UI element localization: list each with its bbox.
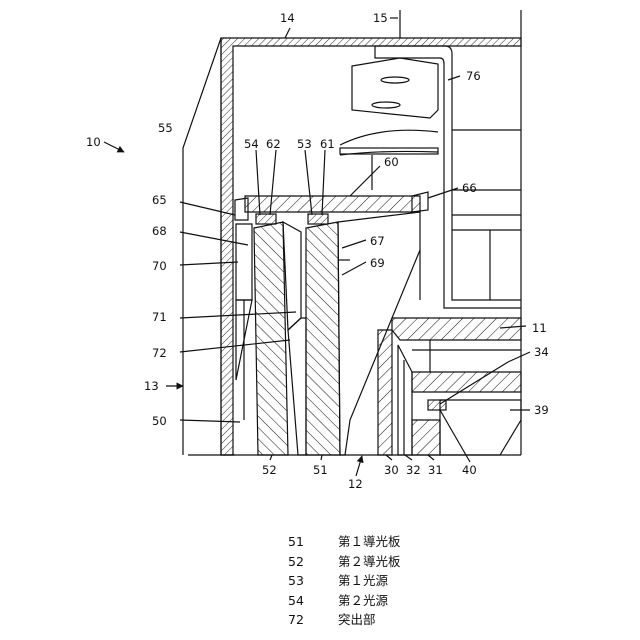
legend-number: 53 — [288, 571, 334, 591]
label-72: 72 — [152, 346, 167, 360]
label-71: 71 — [152, 310, 167, 324]
legend-item: 72 突出部 — [288, 610, 508, 630]
label-15: 15 — [373, 11, 388, 25]
label-30: 30 — [384, 463, 399, 477]
arrow-12 — [356, 456, 362, 476]
legend-term: 第２導光板 — [338, 552, 401, 572]
label-54: 54 — [244, 137, 259, 151]
patent-cross-section-drawing: 14 15 76 10 55 54 62 53 61 60 65 66 68 6… — [0, 0, 640, 500]
bracket-76 — [375, 46, 521, 300]
reference-legend: 51 第１導光板 52 第２導光板 53 第１光源 54 第２光源 72 突出部 — [288, 532, 508, 630]
label-51: 51 — [313, 463, 328, 477]
legend-item: 52 第２導光板 — [288, 552, 508, 572]
legend-item: 54 第２光源 — [288, 591, 508, 611]
label-70: 70 — [152, 259, 167, 273]
label-31: 31 — [428, 463, 443, 477]
label-68: 68 — [152, 224, 167, 238]
label-66: 66 — [462, 181, 477, 195]
light-guide-plate-51 — [306, 222, 340, 455]
label-32: 32 — [406, 463, 421, 477]
light-source-54-62 — [256, 214, 276, 224]
part-71 — [288, 318, 306, 455]
label-76: 76 — [466, 69, 481, 83]
label-14: 14 — [280, 11, 295, 25]
label-39: 39 — [534, 403, 549, 417]
label-11: 11 — [532, 321, 547, 335]
label-62: 62 — [266, 137, 281, 151]
label-12: 12 — [348, 477, 363, 491]
label-50: 50 — [152, 414, 167, 428]
part-31 — [412, 420, 440, 455]
legend-item: 53 第１光源 — [288, 571, 508, 591]
frame-30 — [378, 330, 392, 455]
label-40: 40 — [462, 463, 477, 477]
label-34: 34 — [534, 345, 549, 359]
protrusion-72 — [283, 222, 301, 330]
label-69: 69 — [370, 256, 385, 270]
legend-term: 第１導光板 — [338, 532, 401, 552]
block-76 — [352, 58, 438, 118]
substrate-34 — [412, 372, 521, 392]
label-67: 67 — [370, 234, 385, 248]
label-53: 53 — [297, 137, 312, 151]
legend-number: 52 — [288, 552, 334, 572]
label-10: 10 — [86, 135, 101, 149]
legend-number: 51 — [288, 532, 334, 552]
light-source-53-61 — [308, 214, 328, 224]
legend-item: 51 第１導光板 — [288, 532, 508, 552]
label-61: 61 — [320, 137, 335, 151]
legend-term: 突出部 — [338, 610, 376, 630]
front-plate-11 — [392, 318, 521, 340]
label-60: 60 — [384, 155, 399, 169]
label-13: 13 — [144, 379, 159, 393]
bracket-39 — [440, 400, 521, 455]
legend-term: 第２光源 — [338, 591, 388, 611]
arrow-10 — [104, 142, 124, 152]
frame-32 — [398, 345, 412, 455]
legend-number: 72 — [288, 610, 334, 630]
label-55: 55 — [158, 121, 173, 135]
label-52: 52 — [262, 463, 277, 477]
label-65: 65 — [152, 193, 167, 207]
outer-frame-left — [183, 38, 221, 455]
light-guide-plate-52 — [254, 222, 288, 455]
legend-term: 第１光源 — [338, 571, 388, 591]
part-68 — [236, 224, 252, 300]
legend-number: 54 — [288, 591, 334, 611]
